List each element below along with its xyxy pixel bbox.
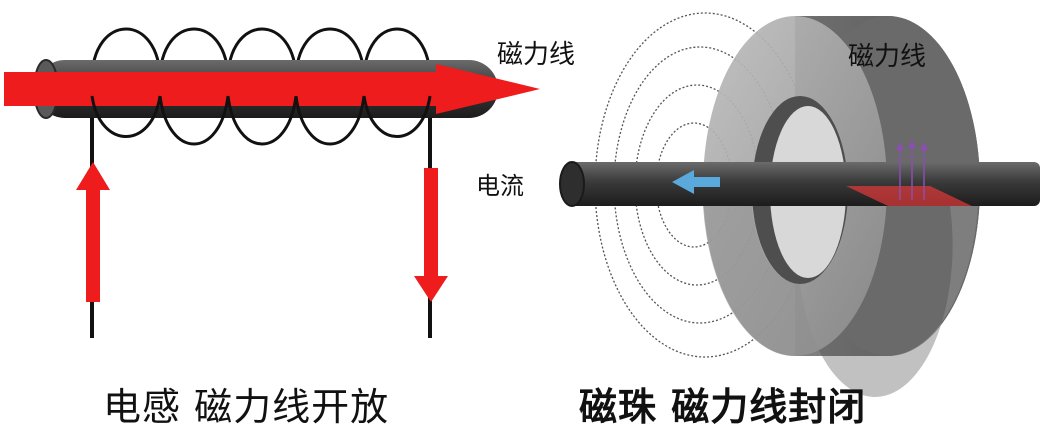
current-out-arrow xyxy=(414,168,448,302)
bead-conductor xyxy=(566,162,1040,206)
conductor-end-cap xyxy=(560,162,584,206)
field-lines-label-left: 磁力线 xyxy=(497,34,575,71)
inductor-illustration xyxy=(4,29,540,338)
current-in-arrow xyxy=(76,162,110,302)
ferrite-bead-illustration xyxy=(560,13,1040,397)
ferrite-bead-caption: 磁珠 磁力线封闭 xyxy=(579,376,866,431)
current-label: 电流 xyxy=(476,166,524,201)
field-lines-label-right: 磁力线 xyxy=(848,36,926,73)
inductor-caption: 电感 磁力线开放 xyxy=(103,376,389,431)
